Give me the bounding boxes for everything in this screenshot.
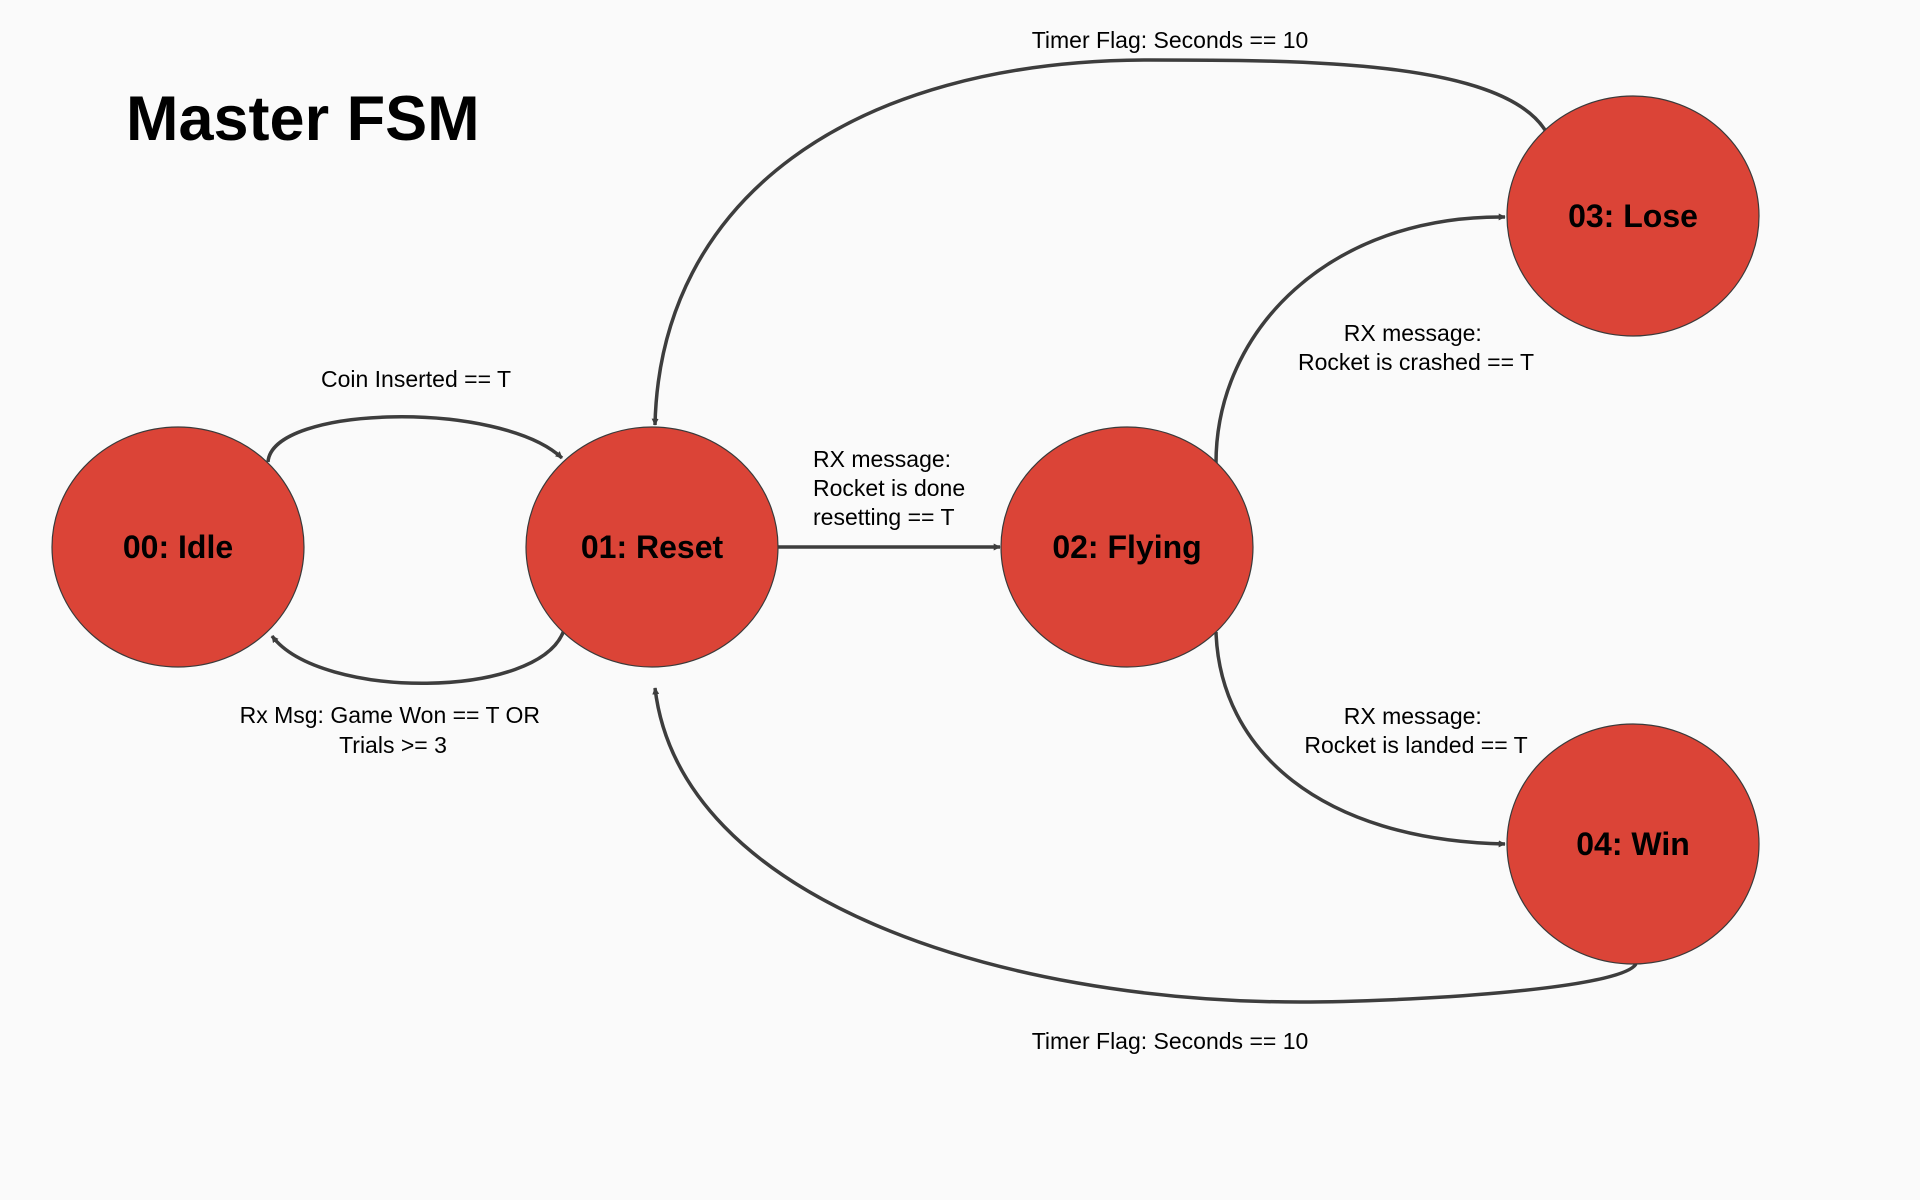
edge-label-line: Timer Flag: Seconds == 10 (1032, 1028, 1309, 1054)
edge-label-line: Trials >= 3 (339, 732, 447, 758)
state-lose-label: 03: Lose (1568, 198, 1698, 234)
state-flying-label: 02: Flying (1052, 529, 1201, 565)
edge-label-reset-to-flying: RX message: Rocket is done resetting == … (813, 446, 972, 530)
edge-label-line: Rocket is done (813, 475, 965, 501)
edge-label-flying-to-win: RX message: Rocket is landed == T (1304, 703, 1527, 758)
edges (266, 58, 1638, 1004)
edge-label-line: RX message: (813, 446, 951, 472)
edge-idle-to-reset (266, 415, 564, 463)
edge-label-line: RX message: (1344, 320, 1482, 346)
states: 00: Idle 01: Reset 02: Flying 03: Lose 0… (51, 95, 1760, 965)
edge-label-line: resetting == T (813, 504, 955, 530)
state-win-circle (1506, 723, 1760, 965)
state-flying-circle (1000, 426, 1254, 668)
state-idle-label: 00: Idle (123, 529, 233, 565)
edge-label-line: Rx Msg: Game Won == T OR (240, 702, 540, 728)
state-reset-circle (525, 426, 779, 668)
diagram-title: Master FSM (126, 84, 480, 154)
edge-labels: Coin Inserted == T Rx Msg: Game Won == T… (240, 27, 1534, 1054)
edge-label-line: Timer Flag: Seconds == 10 (1032, 27, 1309, 53)
edge-label-line: RX message: (1344, 703, 1482, 729)
edge-flying-to-lose (1214, 213, 1506, 464)
state-win-label: 04: Win (1576, 826, 1690, 862)
state-idle[interactable]: 00: Idle (51, 426, 305, 668)
state-reset[interactable]: 01: Reset (525, 426, 779, 668)
state-win[interactable]: 04: Win (1506, 723, 1760, 965)
edge-label-line: Rocket is crashed == T (1298, 349, 1534, 375)
state-lose[interactable]: 03: Lose (1506, 95, 1760, 337)
edge-label-flying-to-lose: RX message: Rocket is crashed == T (1298, 320, 1534, 375)
edge-flying-to-win (1214, 631, 1506, 848)
state-reset-label: 01: Reset (581, 529, 724, 565)
state-flying[interactable]: 02: Flying (1000, 426, 1254, 668)
state-idle-circle (51, 426, 305, 668)
state-lose-circle (1506, 95, 1760, 337)
edge-label-idle-to-reset: Coin Inserted == T (321, 366, 511, 392)
edge-lose-to-reset (651, 58, 1547, 426)
edge-label-win-to-reset: Timer Flag: Seconds == 10 (1032, 1028, 1309, 1054)
edge-label-line: Coin Inserted == T (321, 366, 511, 392)
edge-label-lose-to-reset: Timer Flag: Seconds == 10 (1032, 27, 1309, 53)
edge-label-reset-to-idle: Rx Msg: Game Won == T OR Trials >= 3 (240, 702, 547, 758)
edge-reset-to-idle (270, 629, 566, 685)
edge-win-to-reset (652, 687, 1638, 1004)
edge-label-line: Rocket is landed == T (1304, 732, 1527, 758)
